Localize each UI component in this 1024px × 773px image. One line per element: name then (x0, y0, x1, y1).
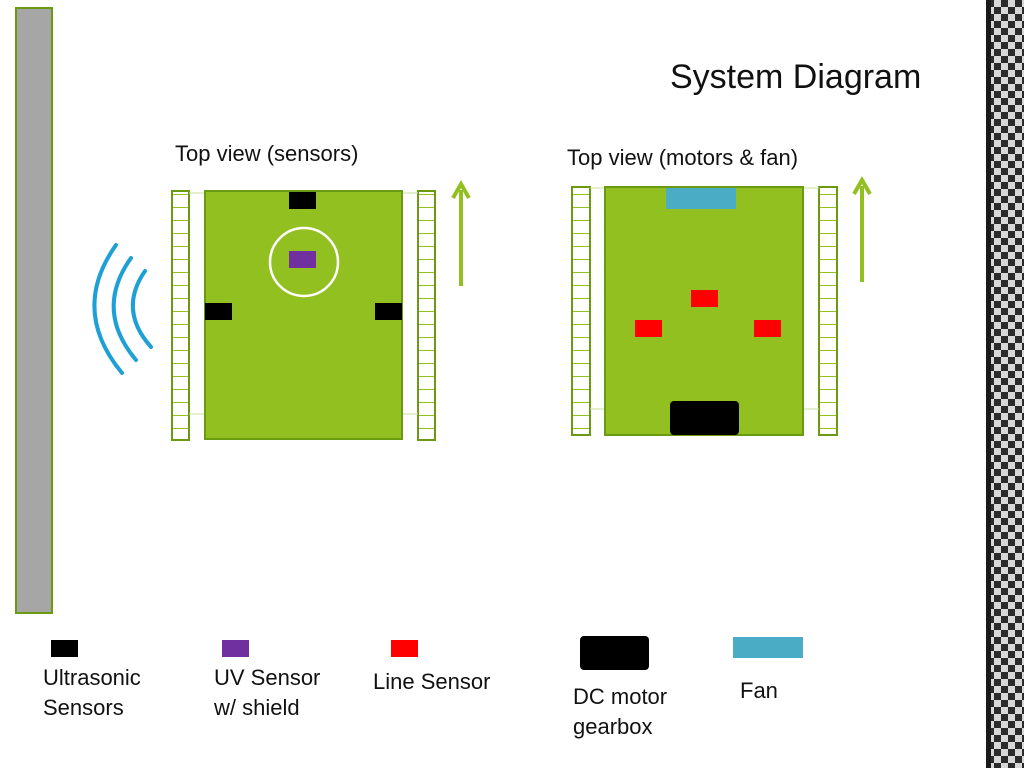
legend-swatch-dc-motor (580, 636, 649, 670)
direction-arrow-icon (852, 175, 872, 282)
legend-swatch-uv (222, 640, 249, 657)
motors-view-label: Top view (motors & fan) (567, 145, 799, 170)
legend-line-sensor-label: Line Sensor (373, 667, 490, 697)
legend-uv-label: UV Sensor w/ shield (214, 663, 320, 723)
legend-uv-line2: w/ shield (214, 695, 300, 720)
robot-body (604, 186, 804, 436)
legend-line-sensor-line1: Line Sensor (373, 669, 491, 694)
robot-motors-view (571, 186, 838, 436)
sonar-waves-icon (92, 243, 153, 375)
ultrasonic-sensor-left (205, 303, 232, 320)
legend-swatch-line-sensor (391, 640, 418, 657)
side-pattern-strip (990, 0, 1024, 768)
legend-uv-line1: UV Sensor (214, 665, 321, 690)
legend-ultrasonic-line2: Sensors (43, 695, 124, 720)
fan (666, 188, 736, 209)
line-sensor-center (691, 290, 718, 307)
ultrasonic-sensor-right (375, 303, 402, 320)
ultrasonic-sensor-front (289, 192, 316, 209)
legend-fan-label: Fan (740, 676, 778, 706)
legend-dc-motor-label: DC motor gearbox (573, 682, 667, 742)
dc-motor-gearbox (670, 401, 739, 435)
uv-sensor (289, 251, 316, 268)
legend-dc-motor-line1: DC motor (573, 684, 668, 709)
wall (15, 7, 53, 614)
robot-sensors-view (171, 190, 436, 441)
sensors-view-label: Top view (sensors) (175, 141, 359, 166)
legend-dc-motor-line2: gearbox (573, 714, 653, 739)
legend-swatch-ultrasonic (51, 640, 78, 657)
page-title: System Diagram (670, 58, 922, 96)
direction-arrow-icon (451, 179, 471, 286)
uv-shield (268, 226, 340, 298)
line-sensor-left (635, 320, 662, 337)
legend-ultrasonic-line1: Ultrasonic (43, 665, 141, 690)
legend-swatch-fan (733, 637, 803, 658)
line-sensor-right (754, 320, 781, 337)
legend-ultrasonic-label: Ultrasonic Sensors (43, 663, 141, 723)
legend-fan-line1: Fan (740, 678, 778, 703)
